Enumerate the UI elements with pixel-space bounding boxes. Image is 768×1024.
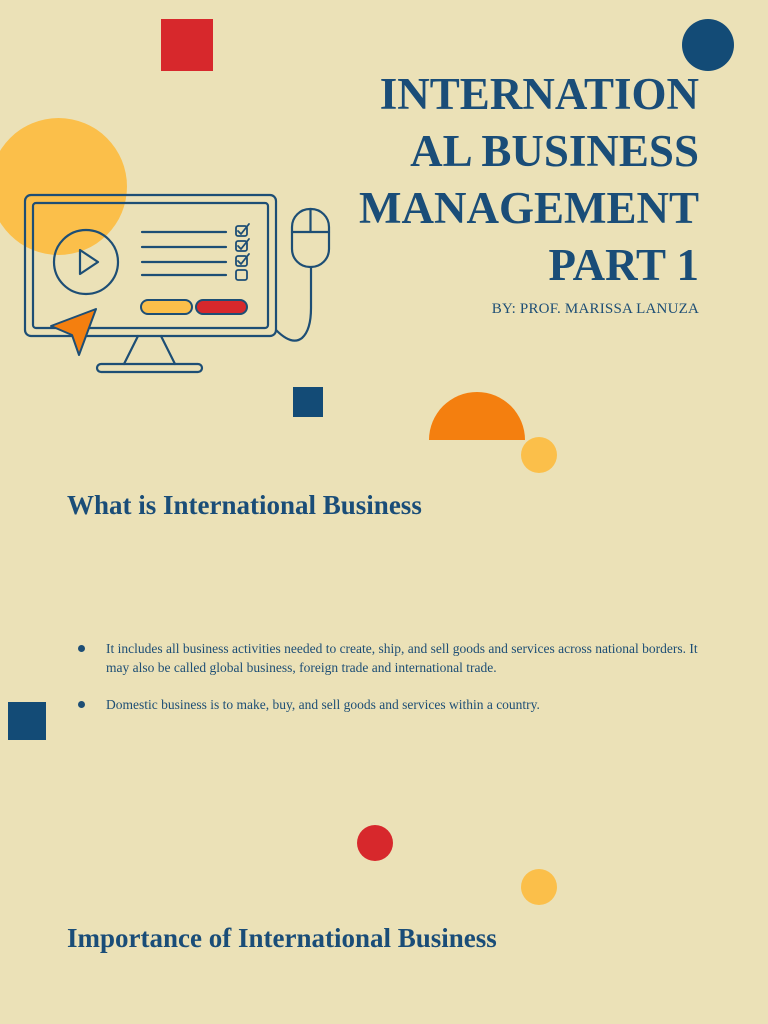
list-item-text: Domestic business is to make, buy, and s…: [106, 697, 540, 712]
bullet-dot-icon: [78, 645, 85, 652]
bullet-list: It includes all business activities need…: [78, 639, 718, 732]
title-line: MANAGEMENT: [359, 183, 699, 233]
list-item-text: It includes all business activities need…: [106, 641, 698, 675]
computer-monitor-illustration: [23, 193, 331, 374]
page-title: INTERNATION AL BUSINESS MANAGEMENT PART …: [319, 66, 699, 294]
title-line: INTERNATION: [379, 69, 699, 119]
section-heading-what-is-international-business: What is International Business: [67, 490, 422, 520]
list-item: Domestic business is to make, buy, and s…: [78, 695, 718, 714]
decor-yellow-large-circle: [0, 118, 127, 255]
decor-orange-half-circle: [429, 392, 525, 440]
checkbox-icon: [235, 223, 250, 281]
decor-navy-small-square: [293, 387, 323, 417]
title-line: AL BUSINESS: [410, 126, 699, 176]
section-heading-importance-of-international-business: Importance of International Business: [67, 923, 497, 953]
bullet-dot-icon: [78, 701, 85, 708]
author-byline: BY: PROF. MARISSA LANUZA: [491, 301, 699, 317]
mouse-icon: [290, 207, 331, 269]
decor-yellow-circle-bottom: [521, 869, 557, 905]
decor-navy-circle: [682, 19, 734, 71]
decor-yellow-small-circle: [521, 437, 557, 473]
decor-red-circle: [357, 825, 393, 861]
title-line: PART 1: [548, 240, 699, 290]
decor-red-square: [161, 19, 213, 71]
play-icon: [52, 228, 120, 296]
cursor-arrow-icon: [50, 308, 97, 356]
decor-navy-square-left: [8, 702, 46, 740]
list-item: It includes all business activities need…: [78, 639, 718, 677]
